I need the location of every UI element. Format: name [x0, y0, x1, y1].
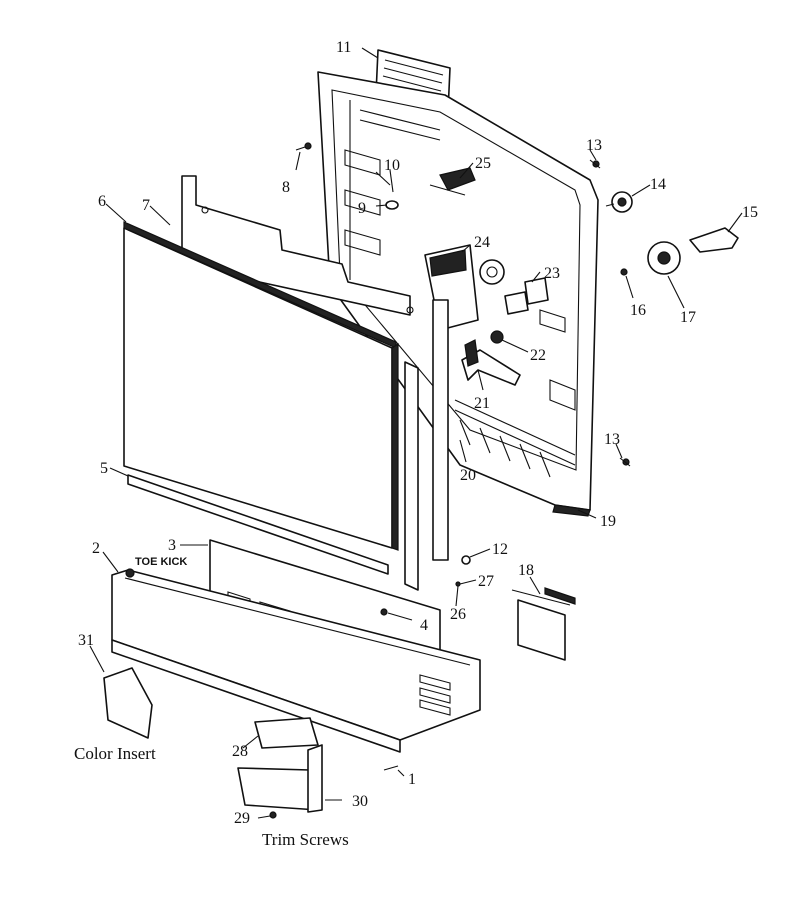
callout-2: 2	[92, 540, 100, 557]
part-21-lever	[461, 339, 521, 386]
part-23-rinse-aid	[479, 259, 549, 305]
callout-26: 26	[450, 606, 466, 623]
callout-17: 17	[680, 309, 696, 326]
callout-29: 29	[234, 810, 250, 827]
part-5-trim-strip	[127, 474, 389, 575]
part-19-strip	[552, 504, 591, 517]
part-25-latch	[429, 167, 476, 196]
callout-23: 23	[544, 265, 560, 282]
part-30-trim-bracket	[237, 744, 323, 813]
callout-21: 21	[474, 395, 490, 412]
callout-24: 24	[474, 234, 490, 251]
callout-20: 20	[460, 467, 476, 484]
callout-6: 6	[98, 193, 106, 210]
part-2-kick-plate	[111, 568, 481, 753]
callout-11: 11	[336, 39, 351, 56]
callout-numbers: 11 8 10 9 25 13 14 15 16 17 24 23 22 21 …	[78, 39, 758, 827]
callout-3: 3	[168, 537, 176, 554]
callout-13-bottom: 13	[604, 431, 620, 448]
part-7-panel	[181, 175, 414, 316]
part-side-trim	[404, 361, 419, 591]
callout-22: 22	[530, 347, 546, 364]
toe-kick-label: TOE KICK	[135, 556, 187, 568]
callout-14: 14	[650, 176, 666, 193]
part-31-color-insert	[103, 667, 153, 739]
part-20-side-strip	[432, 299, 449, 561]
trim-screws-label: Trim Screws	[262, 830, 349, 849]
callout-4: 4	[420, 617, 428, 634]
callout-1: 1	[408, 771, 416, 788]
callout-10: 10	[384, 157, 400, 174]
callout-5: 5	[100, 460, 108, 477]
callout-16: 16	[630, 302, 646, 319]
callout-8: 8	[282, 179, 290, 196]
part-28-trim-bracket	[254, 717, 319, 749]
callout-28: 28	[232, 743, 248, 760]
callout-27: 27	[478, 573, 494, 590]
callout-15: 15	[742, 204, 758, 221]
leader-lines	[89, 47, 743, 819]
callout-25: 25	[475, 155, 491, 172]
callout-30: 30	[352, 793, 368, 810]
callout-19: 19	[600, 513, 616, 530]
part-22-actuator	[490, 291, 529, 344]
callout-9: 9	[358, 200, 366, 217]
callout-13-top: 13	[586, 137, 602, 154]
callout-7: 7	[142, 197, 150, 214]
hardware	[269, 142, 739, 819]
part-18-bracket	[511, 587, 576, 661]
color-insert-label: Color Insert	[74, 744, 156, 763]
callout-12: 12	[492, 541, 508, 558]
part-6-outer-panel	[123, 221, 399, 551]
callout-31: 31	[78, 632, 94, 649]
callout-18: 18	[518, 562, 534, 579]
